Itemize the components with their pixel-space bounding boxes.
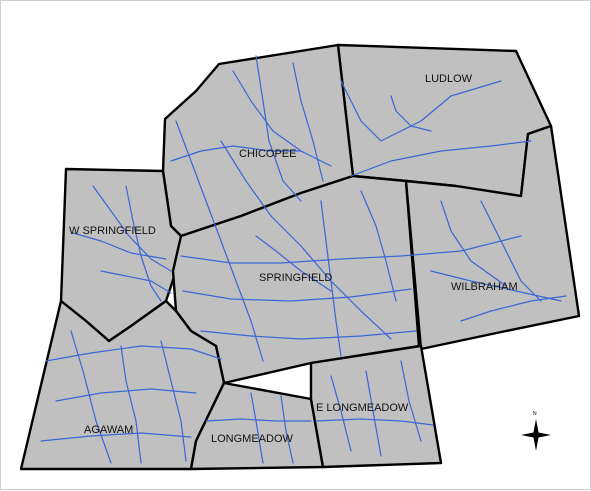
town-e-longmeadow	[309, 344, 443, 469]
town-wilbraham	[404, 124, 581, 351]
label-longmeadow: LONGMEADOW	[211, 433, 294, 445]
town-ludlow	[336, 43, 553, 198]
label-e-longmeadow: E LONGMEADOW	[316, 402, 409, 414]
north-arrow-label: N	[533, 411, 537, 417]
label-chicopee: CHICOPEE	[239, 148, 296, 160]
label-ludlow: LUDLOW	[425, 73, 473, 85]
label-wilbraham: WILBRAHAM	[451, 281, 518, 293]
label-springfield: SPRINGFIELD	[259, 272, 332, 284]
road-network	[40, 55, 567, 464]
label-w-springfield: W SPRINGFIELD	[69, 225, 156, 237]
north-arrow-icon: N	[521, 411, 551, 451]
label-agawam: AGAWAM	[84, 424, 133, 436]
